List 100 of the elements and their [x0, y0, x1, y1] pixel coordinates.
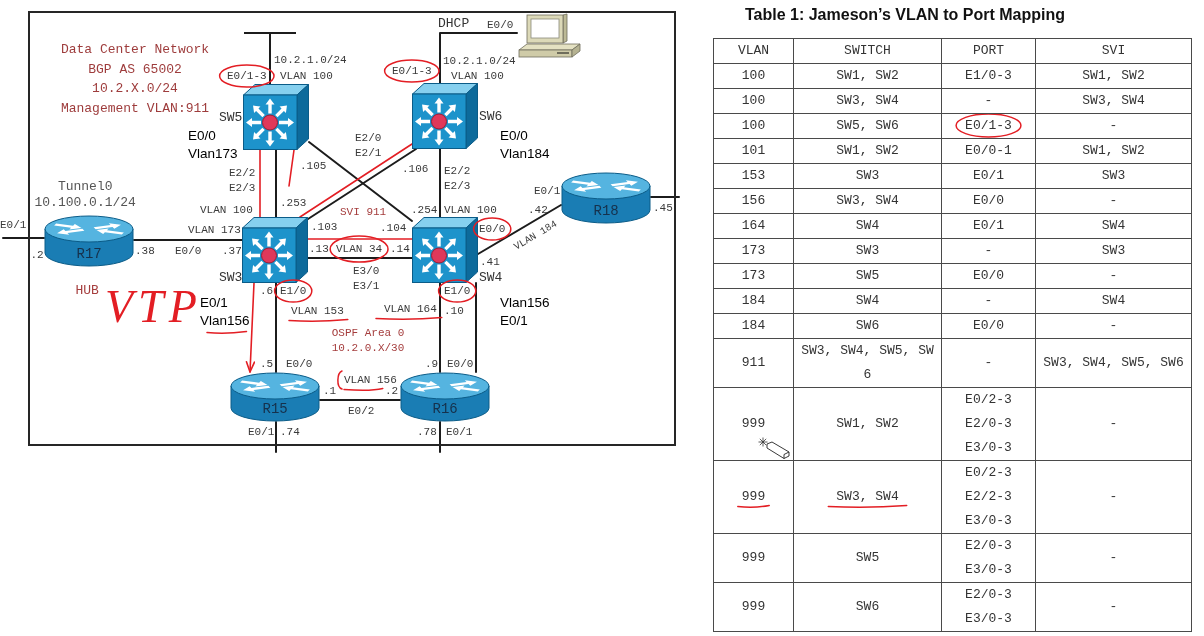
table-cell: SW3, SW4: [793, 188, 942, 214]
device-label: SW6: [479, 109, 503, 124]
table-cell: E0/1: [941, 163, 1036, 189]
port-label: E0/1-3: [392, 64, 432, 78]
table-cell: SW1, SW2: [1035, 138, 1192, 164]
table-cell: E0/2-3 E2/2-3 E3/0-3: [941, 460, 1036, 534]
ip-label: .2: [385, 384, 399, 398]
table-cell: E2/0-3 E3/0-3: [941, 582, 1036, 632]
table-cell: 153: [713, 163, 794, 189]
table-cell: 100: [713, 113, 794, 139]
subnet-label: 10.2.1.0/24: [274, 53, 347, 67]
table-cell: -: [1035, 533, 1192, 583]
ip-label: .104: [380, 221, 407, 235]
vlan-label: VLAN 100: [451, 69, 504, 83]
table-cell: SW5: [793, 263, 942, 289]
port-label: E0/1-3: [227, 69, 267, 83]
vlan-label: VLAN 100: [280, 69, 333, 83]
port-label: E0/0: [286, 357, 313, 371]
table-cell: 999: [713, 460, 794, 534]
ip-label: .13: [309, 242, 329, 256]
table-header-cell: SVI: [1035, 38, 1192, 64]
table-cell: E0/0: [941, 263, 1036, 289]
ip-label: .38: [135, 244, 155, 258]
port-label: E2/0 E2/1: [355, 131, 382, 160]
table-cell: SW3, SW4: [1035, 88, 1192, 114]
frame-title: Data Center Network BGP AS 65002 10.2.X.0/24 Management VLAN:911: [59, 41, 211, 118]
table-cell: SW3: [793, 238, 942, 264]
ip-label: .74: [280, 425, 300, 439]
device-label: R16: [432, 401, 458, 417]
table-cell: SW4: [1035, 288, 1192, 314]
port-label: E0/0: [447, 357, 474, 371]
table-cell: -: [1035, 387, 1192, 461]
ip-label: .37: [222, 244, 242, 258]
ip-label: .2: [30, 248, 44, 262]
handdrawn-arrow: [245, 282, 256, 373]
table-cell: E0/2-3 E2/0-3 E3/0-3: [941, 387, 1036, 461]
ip-label: .254: [411, 203, 438, 217]
device-label: SW3: [219, 270, 243, 285]
table-cell: 184: [713, 288, 794, 314]
vlan-label: VLAN 156: [344, 373, 397, 387]
table-cell: SW3: [1035, 238, 1192, 264]
ip-label: .10: [444, 304, 464, 318]
table-cell: 100: [713, 88, 794, 114]
ip-label: .14: [390, 242, 410, 256]
interface-note: Tunnel0 10.100.0.1/24: [34, 179, 136, 211]
ip-label: .41: [480, 255, 500, 269]
table-header-cell: PORT: [941, 38, 1036, 64]
handdrawn-line: [259, 149, 261, 218]
link-line: [275, 149, 277, 218]
port-label: E2/2 E2/3: [229, 166, 256, 195]
table-cell: -: [1035, 113, 1192, 139]
link-line: [439, 148, 441, 218]
port-label: E1/0: [280, 284, 307, 298]
link-line: [307, 257, 413, 259]
table-cell: SW1, SW2: [793, 138, 942, 164]
table-cell: -: [941, 88, 1036, 114]
ip-label: .253: [280, 196, 307, 210]
device-label: SW5: [219, 110, 243, 125]
port-note: E0/0 Vlan184: [500, 127, 550, 163]
link-line: [475, 282, 477, 373]
table-cell: E1/0-3: [941, 63, 1036, 89]
port-note: E0/0 Vlan173: [188, 127, 238, 163]
table-cell: -: [941, 288, 1036, 314]
svi-label: SVI 911: [340, 205, 387, 220]
table-header-cell: VLAN: [713, 38, 794, 64]
vlan-label: VLAN 100: [200, 203, 253, 217]
table-cell: SW6: [793, 313, 942, 339]
table-header-cell: SWITCH: [793, 38, 942, 64]
link-line: [439, 282, 441, 373]
link-line: [439, 421, 441, 453]
ip-label: .105: [300, 159, 327, 173]
handdrawn-line: [288, 149, 295, 187]
table-cell: SW1, SW2: [1035, 63, 1192, 89]
ip-label: .103: [311, 220, 338, 234]
table-cell: E0/0-1: [941, 138, 1036, 164]
ip-label: .45: [653, 201, 673, 215]
vlan-label: VLAN 164: [384, 302, 437, 316]
link-line: [2, 237, 45, 239]
port-label: E0/1: [534, 184, 561, 198]
link-line: [477, 204, 562, 255]
link-line: [275, 282, 277, 373]
table-cell: SW1, SW2: [793, 387, 942, 461]
ip-label: .106: [402, 162, 429, 176]
device-label: R18: [593, 203, 619, 219]
link-line: [243, 32, 297, 85]
table-cell: 999: [713, 582, 794, 632]
device-label: SW4: [479, 270, 503, 285]
port-note: E0/1 Vlan156: [200, 294, 250, 330]
device-label: R15: [262, 401, 288, 417]
table-cell: -: [1035, 188, 1192, 214]
port-label: E0/1: [446, 425, 473, 439]
table-cell: -: [941, 338, 1036, 388]
subnet-label: 10.2.1.0/24: [443, 54, 516, 68]
role-label: HUB: [75, 283, 99, 299]
port-label: E3/0 E3/1: [353, 264, 380, 293]
link-line: [650, 196, 680, 198]
link-line: [439, 32, 518, 84]
port-label: E2/2 E2/3: [444, 164, 471, 193]
service-label: DHCP: [438, 16, 470, 31]
table-cell: 184: [713, 313, 794, 339]
